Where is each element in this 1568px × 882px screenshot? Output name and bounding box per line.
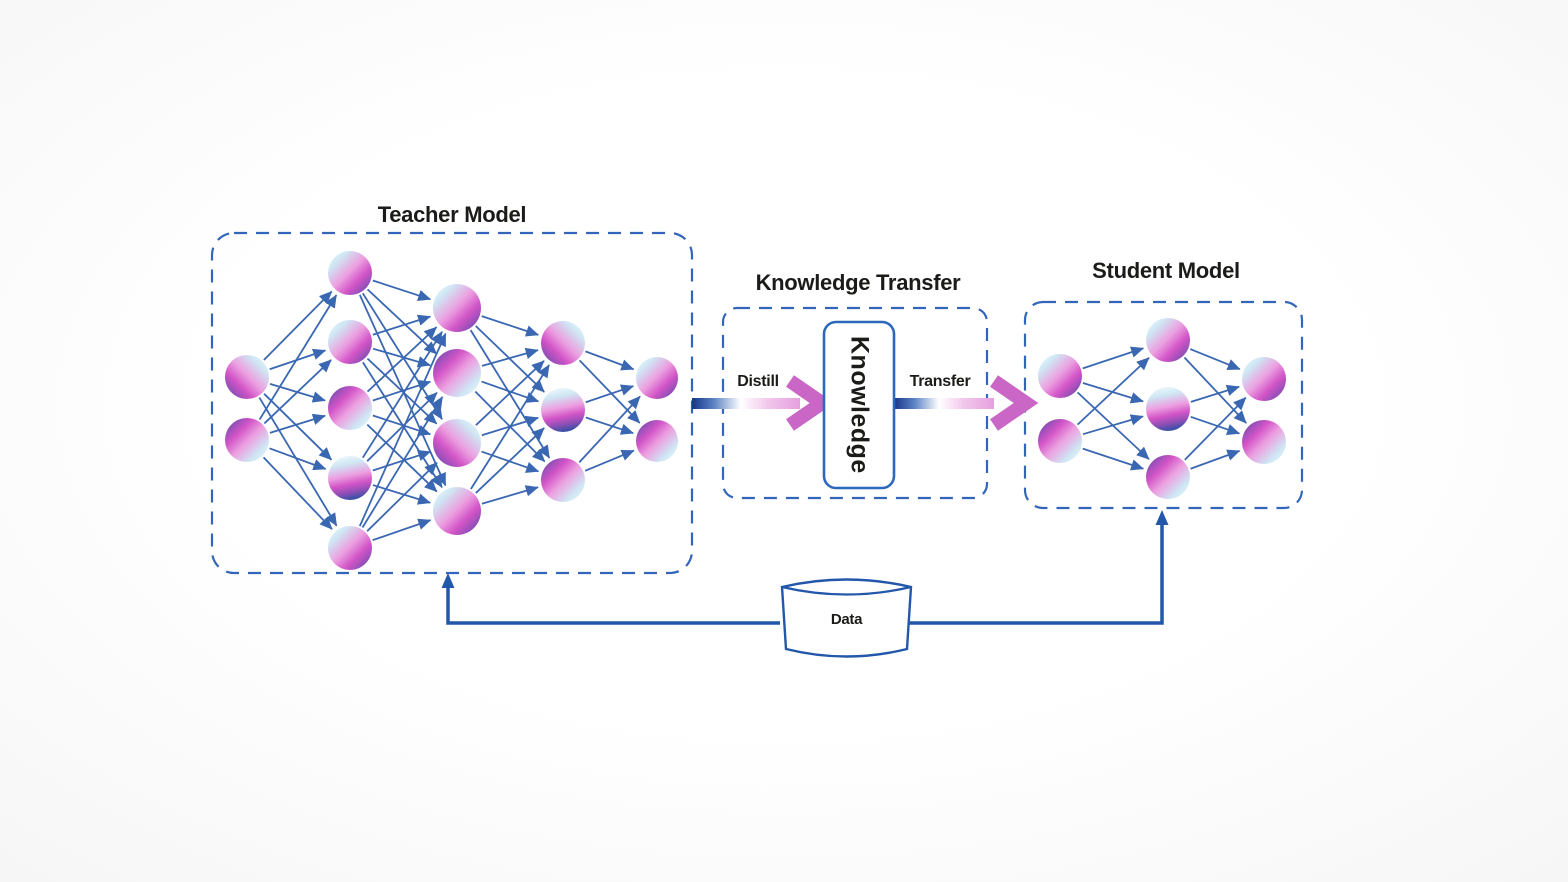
- neuron-node: [1146, 455, 1190, 499]
- neuron-node: [541, 388, 585, 432]
- neuron-node: [225, 418, 269, 462]
- network-edge: [481, 380, 540, 403]
- network-edge: [263, 359, 332, 425]
- neuron-node: [1242, 420, 1286, 464]
- network-edge: [372, 518, 432, 542]
- data-store-top-curve: [781, 585, 912, 596]
- network-edge: [372, 450, 432, 472]
- transfer-arrow-chevron-icon: [990, 375, 1039, 431]
- network-edge: [1082, 447, 1145, 471]
- network-edge: [269, 348, 327, 371]
- teacher-model-title: Teacher Model: [377, 202, 527, 227]
- transfer-arrow-bar: [894, 398, 994, 409]
- transfer-label: Transfer: [909, 373, 971, 390]
- neuron-node: [636, 420, 678, 462]
- network-edge: [481, 315, 539, 337]
- network-edge: [578, 359, 641, 424]
- network-edge: [1190, 449, 1241, 470]
- network-edge: [366, 326, 438, 393]
- network-edge: [366, 461, 438, 532]
- network-edge: [372, 347, 431, 368]
- network-edge: [1189, 348, 1241, 371]
- network-edge: [585, 384, 635, 404]
- network-edge: [1184, 396, 1247, 461]
- neuron-node: [1146, 318, 1190, 362]
- network-edge: [263, 393, 333, 461]
- neuron-node: [433, 284, 481, 332]
- neuron-node: [433, 349, 481, 397]
- neuron-node: [328, 320, 372, 364]
- network-edge: [372, 484, 431, 505]
- network-edge: [1190, 384, 1240, 403]
- distill-label: Distill: [737, 373, 779, 390]
- data-to-teacher-connector: [446, 586, 780, 625]
- network-edge: [585, 416, 634, 435]
- network-edge: [366, 391, 438, 462]
- network-edge: [358, 332, 447, 527]
- network-edge: [481, 347, 539, 367]
- teacher-network: [225, 251, 678, 570]
- network-edge: [1076, 357, 1150, 426]
- network-edge: [1190, 415, 1241, 436]
- network-edge: [258, 397, 338, 527]
- neuron-node: [1038, 354, 1082, 398]
- neuron-node: [1038, 419, 1082, 463]
- network-edge: [361, 396, 444, 528]
- network-edge: [263, 290, 333, 361]
- network-edge: [475, 360, 545, 426]
- neuron-node: [328, 526, 372, 570]
- network-edge: [366, 288, 438, 355]
- knowledge-box: [822, 320, 896, 490]
- network-edge: [585, 350, 635, 371]
- neuron-node: [225, 355, 269, 399]
- feedback-arrowhead-teacher-icon: [441, 573, 455, 588]
- network-edge: [372, 380, 432, 402]
- distill-arrow-chevron-icon: [786, 375, 835, 431]
- neuron-node: [433, 419, 481, 467]
- neuron-node: [1146, 387, 1190, 431]
- knowledge-label: Knowledge: [845, 336, 874, 474]
- network-edge: [481, 485, 539, 505]
- network-edge: [372, 279, 432, 301]
- neuron-node: [433, 487, 481, 535]
- feedback-arrowhead-student-icon: [1155, 510, 1169, 525]
- network-edge: [475, 427, 545, 494]
- network-edge: [258, 294, 338, 421]
- network-edge: [269, 413, 326, 434]
- network-edge: [1183, 356, 1247, 424]
- neuron-node: [328, 456, 372, 500]
- neuron-node: [636, 357, 678, 399]
- distill-arrow-bar: [692, 398, 800, 409]
- network-edge: [1082, 414, 1144, 436]
- neuron-node: [541, 458, 585, 502]
- data-store-label: Data: [830, 611, 863, 628]
- network-edge: [1082, 346, 1145, 370]
- student-model-title: Student Model: [1092, 258, 1240, 283]
- network-edge: [584, 449, 635, 472]
- network-edge: [372, 314, 432, 336]
- data-store-shape: [780, 578, 913, 658]
- student-network: [1038, 318, 1286, 499]
- network-edge: [269, 447, 327, 471]
- knowledge-transfer-title: Knowledge Transfer: [755, 270, 961, 295]
- network-edge: [475, 325, 545, 393]
- network-edge: [262, 456, 333, 530]
- neuron-node: [328, 251, 372, 295]
- network-edge: [362, 331, 443, 459]
- neuron-node: [328, 386, 372, 430]
- neuron-node: [1242, 357, 1286, 401]
- neuron-node: [541, 321, 585, 365]
- data-to-student-connector: [909, 516, 1164, 625]
- network-edge: [470, 364, 550, 490]
- network-edge: [366, 423, 438, 493]
- network-edge: [578, 395, 641, 463]
